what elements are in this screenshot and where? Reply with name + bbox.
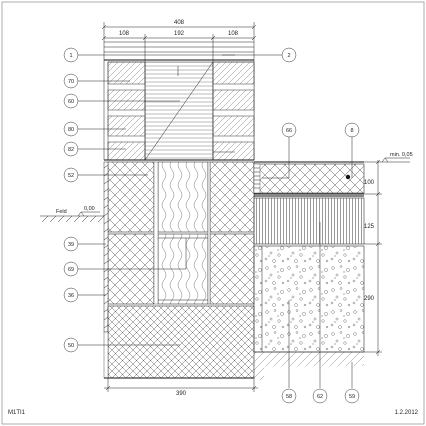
callout-66: 66 [281,122,297,138]
svg-text:50: 50 [68,343,74,349]
ground-left [40,211,105,223]
floor-level: min. 0,05 [390,152,413,158]
callout-60: 60 [63,93,79,109]
svg-text:1: 1 [69,53,72,59]
leader-lines [78,54,353,388]
svg-text:66: 66 [286,128,292,134]
callout-80: 80 [63,121,79,137]
callout-59: 59 [344,388,360,404]
dim-layer-bottom: 290 [364,296,375,302]
callout-1: 1 [63,47,79,63]
dim-layer-top: 100 [364,180,375,186]
svg-text:69: 69 [68,267,74,273]
svg-text:70: 70 [68,79,74,85]
svg-text:39: 39 [68,242,74,248]
dim-layer-mid: 125 [364,224,375,230]
svg-text:82: 82 [68,147,74,153]
svg-text:2: 2 [287,53,290,59]
callout-70: 70 [63,73,79,89]
dim-insulation: 192 [174,31,185,37]
foundation [107,305,255,379]
svg-text:58: 58 [286,394,292,400]
callout-82: 82 [63,141,79,157]
dim-left-wythe: 108 [119,31,130,37]
callout-58: 58 [281,388,297,404]
ground-label: Feld [56,209,67,215]
floor-buildup [253,161,365,380]
svg-text:8: 8 [350,128,353,134]
lower-wall [107,161,255,305]
callout-8: 8 [344,122,360,138]
floor-level-marker [364,157,410,163]
callout-50: 50 [63,337,79,353]
drawing-date: 1.2.2012 [395,410,419,416]
svg-text:59: 59 [349,394,355,400]
svg-text:62: 62 [317,394,323,400]
svg-text:36: 36 [68,293,74,299]
svg-text:60: 60 [68,99,74,105]
bottom-dimension [104,378,258,392]
callout-69: 69 [63,261,79,277]
drawing-code: M1TI1 [8,410,26,416]
right-dimensions [364,159,382,356]
callout-62: 62 [312,388,328,404]
callout-39: 39 [63,236,79,252]
dim-total-width: 408 [174,20,185,26]
svg-text:80: 80 [68,127,74,133]
dim-right-wythe: 108 [228,31,239,37]
callout-52: 52 [63,167,79,183]
dim-base-width: 390 [176,391,187,397]
callout-2: 2 [281,47,297,63]
callout-36: 36 [63,287,79,303]
exterior-render [103,161,109,333]
ground-level: 0,00 [84,206,95,212]
svg-text:52: 52 [68,173,74,179]
upper-wall [104,41,255,161]
